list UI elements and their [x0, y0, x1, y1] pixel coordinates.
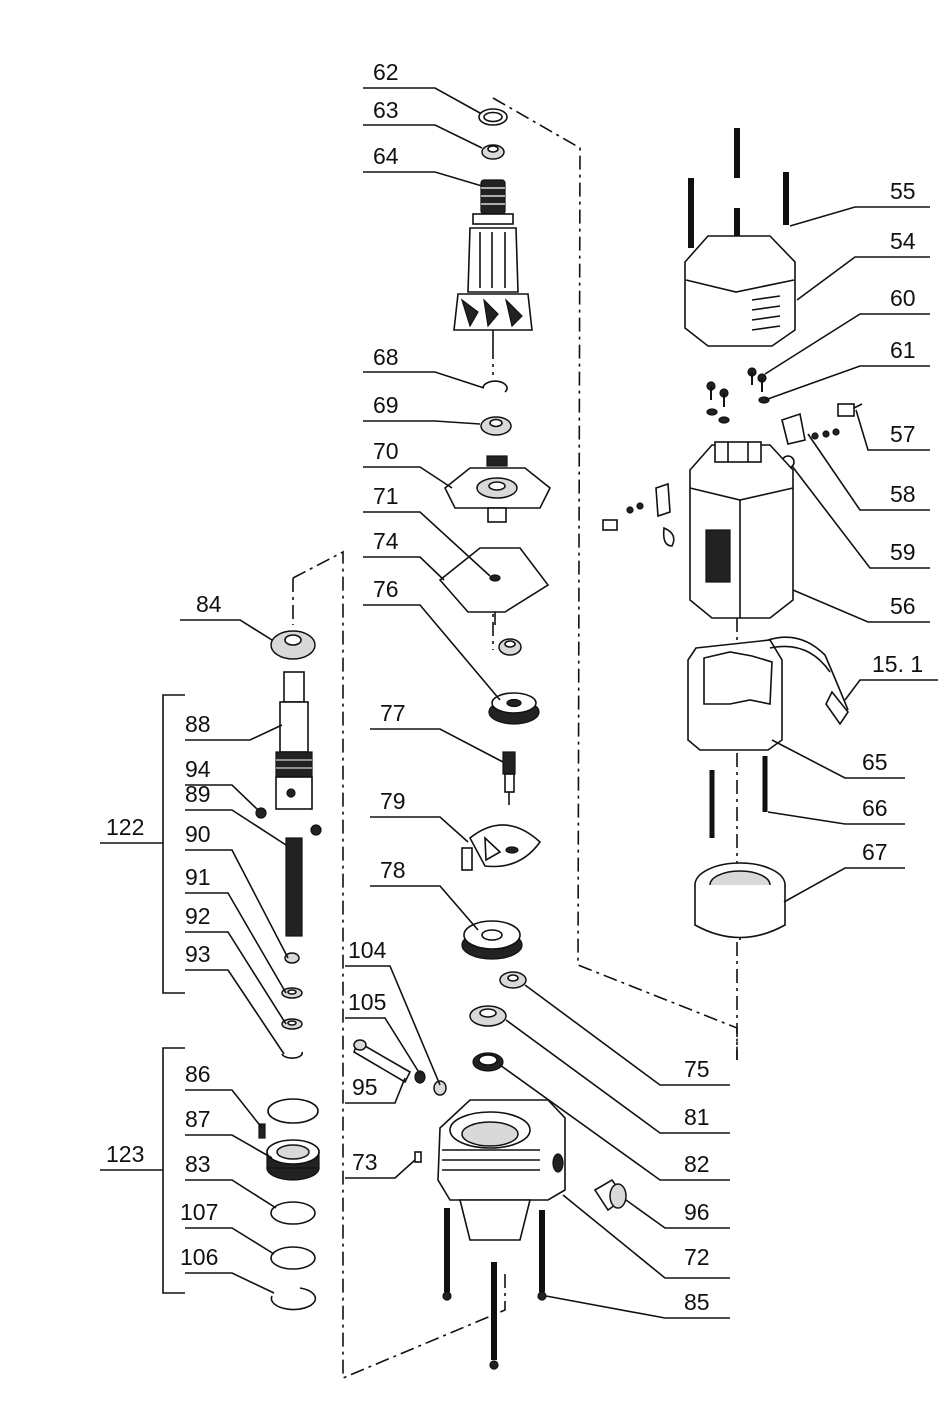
callout-62: 62 [373, 59, 399, 85]
part-ring-83 [271, 1202, 315, 1224]
part-button-96 [595, 1180, 626, 1210]
part-bearing-plate-70 [445, 456, 550, 522]
callout-78: 78 [380, 857, 406, 883]
callout-61: 61 [890, 337, 916, 363]
callout-91: 91 [185, 864, 211, 890]
part-brush-left [603, 484, 674, 546]
callout-71: 71 [373, 483, 399, 509]
part-washers-61 [707, 397, 769, 423]
part-circlip-68 [483, 381, 507, 392]
part-gear-78 [462, 921, 522, 959]
callout-57: 57 [890, 421, 916, 447]
part-spring-89 [286, 838, 302, 936]
part-circlip-93 [282, 1052, 302, 1058]
part-bearing-81 [470, 1006, 506, 1026]
callout-72: 72 [684, 1244, 710, 1270]
group-label-122: 122 [106, 814, 144, 840]
part-shaft-77 [503, 752, 515, 805]
callout-66: 66 [862, 795, 888, 821]
part-washer-91 [282, 988, 302, 998]
group-bracket-122 [100, 695, 185, 993]
callout-77: 77 [380, 700, 406, 726]
callout-104: 104 [348, 937, 387, 963]
part-circlip-106 [271, 1288, 315, 1309]
part-gasket-74 [440, 548, 548, 625]
callout-75: 75 [684, 1056, 710, 1082]
callout-105: 105 [348, 989, 386, 1015]
part-washer-92 [282, 1019, 302, 1029]
part-brush-holder-58 [782, 414, 839, 444]
part-ring-62 [479, 109, 507, 125]
callout-15-1: 15. 1 [872, 651, 923, 677]
part-rear-cover-54 [685, 236, 795, 346]
part-motor-housing-56 [690, 442, 793, 618]
part-screws-66 [712, 756, 765, 838]
part-seal-82 [473, 1053, 503, 1071]
part-bearing-84 [271, 631, 315, 659]
callout-59: 59 [890, 539, 916, 565]
callout-70: 70 [373, 438, 399, 464]
callout-89: 89 [185, 781, 211, 807]
part-gear-76 [489, 693, 539, 724]
callout-85: 85 [684, 1289, 710, 1315]
part-gear-housing-72 [438, 1100, 565, 1240]
part-stator-65 [688, 637, 848, 750]
callout-74: 74 [373, 528, 399, 554]
callout-93: 93 [185, 941, 211, 967]
part-ring-107 [271, 1247, 315, 1269]
callout-106: 106 [180, 1244, 218, 1270]
callout-81: 81 [684, 1104, 710, 1130]
callout-95: 95 [352, 1074, 378, 1100]
part-ring-86a [268, 1099, 318, 1123]
callout-73: 73 [352, 1149, 378, 1175]
callout-92: 92 [185, 903, 211, 929]
callout-82: 82 [684, 1151, 710, 1177]
part-key-73 [415, 1152, 421, 1162]
part-armature-64 [454, 180, 532, 345]
callout-63: 63 [373, 97, 399, 123]
callout-79: 79 [380, 788, 406, 814]
callout-55: 55 [890, 178, 916, 204]
part-bearing-69 [481, 417, 511, 435]
callout-84: 84 [196, 591, 222, 617]
callout-60: 60 [890, 285, 916, 311]
group-bracket-123 [100, 1048, 185, 1293]
group-label-123: 123 [106, 1141, 144, 1167]
part-baffle-67 [695, 863, 785, 938]
callout-107: 107 [180, 1199, 218, 1225]
part-collar-87 [267, 1140, 319, 1180]
callout-54: 54 [890, 228, 916, 254]
callout-56: 56 [890, 593, 916, 619]
callout-88: 88 [185, 711, 211, 737]
callout-96: 96 [684, 1199, 710, 1225]
part-brush-57 [838, 404, 862, 416]
callout-68: 68 [373, 344, 399, 370]
callout-64: 64 [373, 143, 399, 169]
part-screws-60 [707, 368, 766, 407]
part-spindle-88 [276, 672, 312, 809]
part-bearing-63 [482, 145, 504, 159]
callout-94: 94 [185, 756, 211, 782]
part-bushing-76a [499, 639, 521, 655]
callout-90: 90 [185, 821, 211, 847]
callout-67: 67 [862, 839, 888, 865]
callout-86: 86 [185, 1061, 211, 1087]
callout-58: 58 [890, 481, 916, 507]
part-cam-79 [462, 825, 540, 870]
callout-69: 69 [373, 392, 399, 418]
callout-65: 65 [862, 749, 888, 775]
part-washer-75 [500, 972, 526, 988]
callout-83: 83 [185, 1151, 211, 1177]
callout-87: 87 [185, 1106, 211, 1132]
callout-76: 76 [373, 576, 399, 602]
